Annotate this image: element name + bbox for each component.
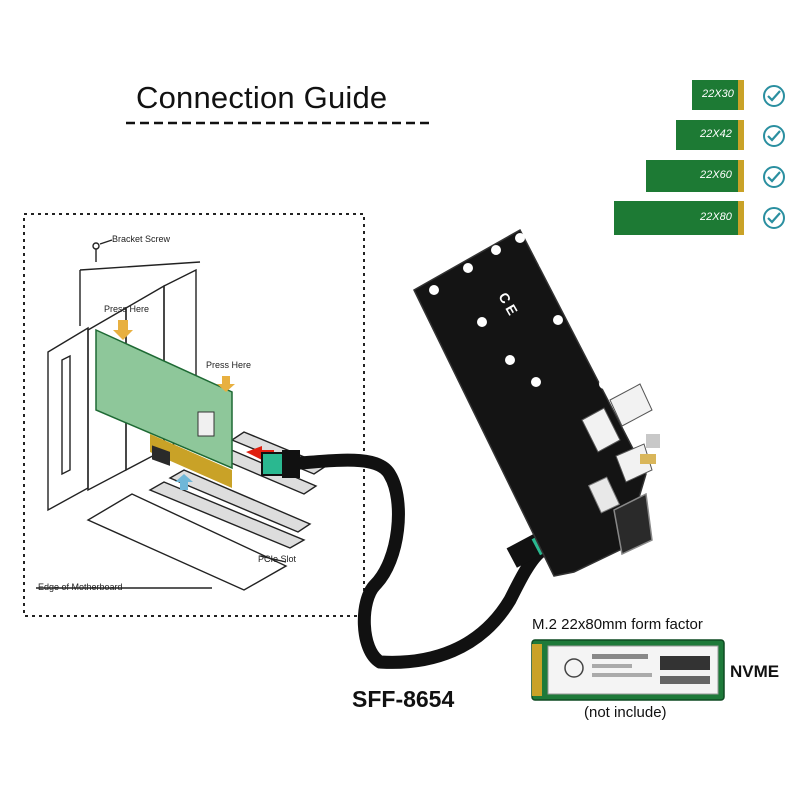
check-icon xyxy=(763,85,785,107)
installation-diagram-frame xyxy=(23,213,365,617)
press-here-label: Press Here xyxy=(104,304,150,314)
motherboard-label: Edge of Motherboard xyxy=(38,582,123,592)
page-title: Connection Guide xyxy=(136,80,388,115)
m2-adapter-board: C E xyxy=(413,228,660,577)
press-here-label: Press Here xyxy=(206,360,252,370)
check-icon xyxy=(763,207,785,229)
check-icon xyxy=(763,166,785,188)
pcie-host-card xyxy=(95,320,235,490)
connector-label: SFF-8654 xyxy=(352,686,455,712)
note-label: (not include) xyxy=(584,704,667,721)
size-label: 22X30 xyxy=(702,88,734,100)
cable-connector-left xyxy=(261,452,285,476)
interface-label: NVME xyxy=(730,662,780,681)
size-label: 22X80 xyxy=(700,211,732,223)
pcie-slot-label: PCIe Slot xyxy=(258,554,297,564)
size-strip-22x42 xyxy=(676,120,744,150)
m2-nvme-ssd xyxy=(531,639,725,701)
check-icon xyxy=(763,125,785,147)
size-strip-22x80 xyxy=(614,201,744,235)
size-label: 22X42 xyxy=(700,128,732,140)
size-strip-22x30 xyxy=(692,80,744,110)
size-strip-22x60 xyxy=(646,160,744,192)
size-label: 22X60 xyxy=(700,169,732,181)
form-factor-label: M.2 22x80mm form factor xyxy=(532,616,703,633)
arrow-icon xyxy=(246,446,274,460)
bracket-screw-label: Bracket Screw xyxy=(112,234,171,244)
